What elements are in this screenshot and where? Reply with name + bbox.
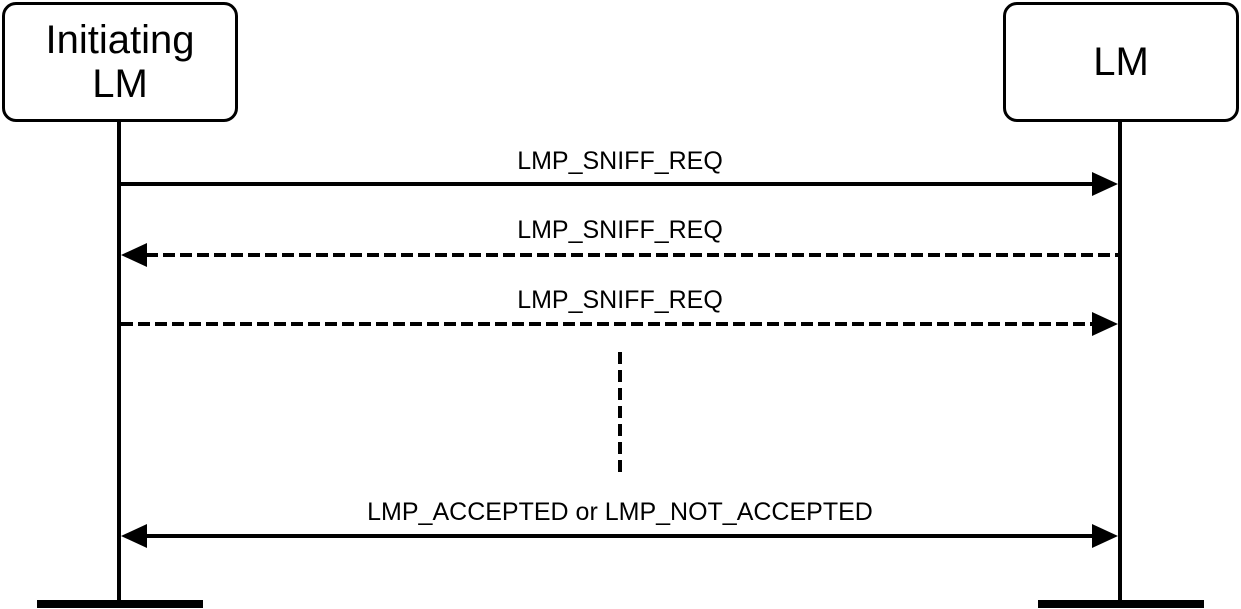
- message-4-label: LMP_ACCEPTED or LMP_NOT_ACCEPTED: [367, 498, 873, 526]
- initiator-label-line1: Initiating: [45, 18, 195, 62]
- message-2-arrowhead: [121, 243, 147, 267]
- message-4-left-arrowhead: [121, 524, 147, 548]
- initiator-label-line2: LM: [92, 62, 148, 106]
- message-2-label: LMP_SNIFF_REQ: [517, 216, 723, 244]
- message-1-label: LMP_SNIFF_REQ: [517, 147, 723, 175]
- message-3-label: LMP_SNIFF_REQ: [517, 286, 723, 314]
- initiator-lifeline-box: Initiating LM: [2, 2, 238, 122]
- responder-lifeline-box: LM: [1003, 2, 1239, 122]
- message-1-arrowhead: [1092, 172, 1118, 196]
- message-3-arrowhead: [1092, 312, 1118, 336]
- message-4-right-arrowhead: [1092, 524, 1118, 548]
- responder-label: LM: [1093, 40, 1149, 84]
